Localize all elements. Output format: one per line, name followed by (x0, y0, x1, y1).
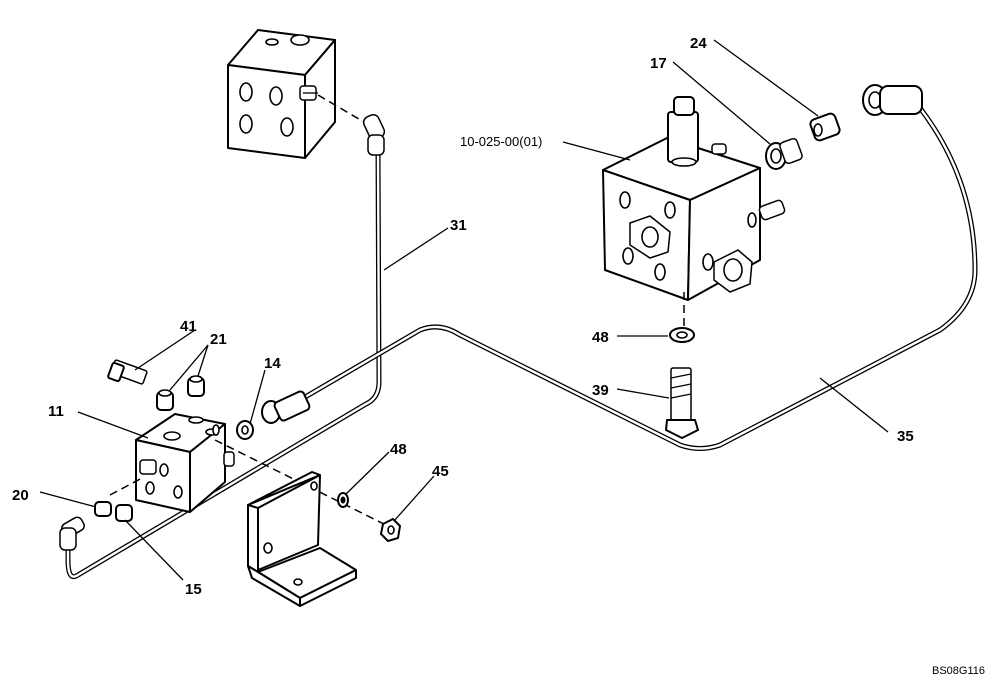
callout-21: 21 (210, 331, 227, 348)
leader-lines (39, 39, 889, 581)
top-manifold-block (227, 29, 336, 159)
callout-24: 24 (690, 35, 707, 52)
assembly-reference: 10-025-00(01) (460, 134, 542, 149)
washer-48-left (337, 492, 349, 508)
callout-41: 41 (180, 318, 197, 335)
top-alignment-line (317, 94, 365, 123)
callout-48-left: 48 (390, 441, 407, 458)
washer-48-right (669, 327, 695, 343)
callout-14: 14 (264, 355, 281, 372)
callout-15: 15 (185, 581, 202, 598)
hose-35-end-fitting (261, 390, 311, 424)
fitting-15 (115, 504, 133, 522)
hose-35 (298, 106, 978, 451)
drawing-code: BS08G116 (932, 665, 985, 677)
bolt-41 (107, 359, 148, 385)
callout-45: 45 (432, 463, 449, 480)
fitting-20 (94, 501, 112, 517)
fitting-17 (765, 137, 803, 170)
callout-35: 35 (897, 428, 914, 445)
valve-block-assembly (602, 96, 786, 301)
fittings-21 (156, 375, 205, 411)
callout-39: 39 (592, 382, 609, 399)
block-11 (135, 413, 235, 513)
callout-labels: 11 14 15 17 20 21 24 31 35 39 41 45 48 4… (12, 35, 985, 677)
mounting-bracket (247, 471, 357, 607)
hose-31-elbow (59, 516, 85, 551)
callout-17: 17 (650, 55, 667, 72)
callout-20: 20 (12, 487, 29, 504)
fitting-24 (809, 112, 841, 142)
bolt-39 (665, 367, 699, 439)
callout-11: 11 (48, 403, 64, 420)
lower-alignment-line (109, 477, 143, 496)
fitting-14 (236, 420, 254, 440)
callout-31: 31 (450, 217, 467, 234)
nut-45 (380, 518, 401, 542)
hose-35-elbow (862, 84, 923, 116)
callout-48-right: 48 (592, 329, 609, 346)
hose-31 (65, 113, 386, 580)
